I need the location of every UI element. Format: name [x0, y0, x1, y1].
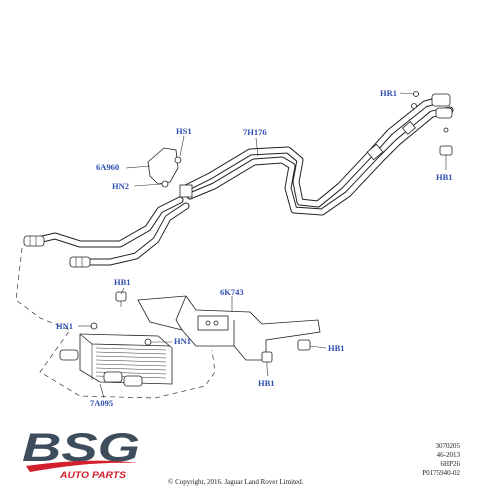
cooler-pipe-upper	[182, 94, 454, 216]
bolt-hb1-mid	[115, 291, 127, 307]
label-hs1: HS1	[176, 126, 192, 136]
pipe-clip	[179, 184, 193, 198]
hose-end-fitting-2	[69, 256, 91, 268]
bolt-hb1-bottom	[261, 351, 273, 368]
bolt-hb1-right	[439, 145, 453, 162]
label-hb1-bottom: HB1	[258, 378, 275, 388]
label-hb1-right: HB1	[436, 172, 453, 182]
label-6k743: 6K743	[220, 287, 244, 297]
bolt-hr1	[411, 103, 417, 109]
nut-hn2	[161, 180, 169, 188]
bracket-6a960	[147, 147, 179, 185]
bolt-hs1	[174, 156, 182, 164]
bolt-right	[443, 127, 449, 133]
leader-lines	[78, 92, 447, 399]
pipe-fitting-right	[431, 93, 453, 119]
label-hn2: HN2	[112, 181, 129, 191]
label-hn1-mid: HN1	[174, 336, 191, 346]
reference-line: 6HP26	[440, 460, 460, 468]
hose-end-fitting-1	[23, 235, 45, 247]
bolt-hb1-bracket	[297, 339, 311, 351]
label-6a960: 6A960	[96, 162, 119, 172]
reference-line: 3070205	[435, 442, 461, 450]
reference-line: 46-2013	[436, 451, 460, 459]
bracket-6k743	[137, 295, 321, 361]
label-hb1-mid: HB1	[114, 277, 131, 287]
label-7a095: 7A095	[90, 398, 113, 408]
assembly-outline	[15, 247, 216, 399]
bolt-hr1	[413, 91, 419, 97]
label-hn1-left: HN1	[56, 321, 73, 331]
label-hb1-bracket: HB1	[328, 343, 345, 353]
label-hr1: HR1	[380, 88, 397, 98]
oil-cooler-7a095	[59, 322, 173, 387]
logo-tagline: AUTO PARTS	[59, 470, 126, 480]
cooler-hoses-left	[34, 196, 190, 266]
pipe-clip	[402, 121, 416, 135]
reference-line: P0175940-02	[422, 469, 460, 477]
reference-block: 3070205 46-2013 6HP26 P0175940-02	[422, 442, 460, 478]
logo-swoosh	[26, 460, 138, 472]
bsg-logo: BSG AUTO PARTS	[22, 426, 140, 480]
label-7h176: 7H176	[243, 127, 267, 137]
copyright-notice: © Copyright, 2016. Jaguar Land Rover Lim…	[168, 478, 304, 486]
pipe-clip	[366, 143, 384, 161]
